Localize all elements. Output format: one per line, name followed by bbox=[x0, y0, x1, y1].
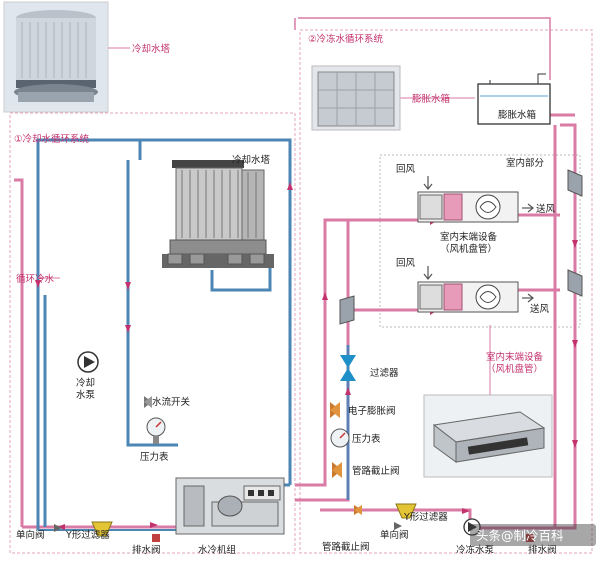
cooling-tower-photo-label: 冷却水塔 bbox=[132, 43, 171, 55]
cooling-pump-icon bbox=[77, 351, 99, 373]
flow-switch-label: 水流开关 bbox=[152, 396, 191, 408]
pipe-stop-valve-1-label: 管路截止阀 bbox=[352, 465, 400, 477]
indoor-unit-1-label-2: （风机盘管） bbox=[440, 243, 497, 255]
watermark-bg bbox=[470, 524, 596, 546]
check-valve-right-label: 单向阀 bbox=[380, 529, 409, 541]
filter-icon bbox=[340, 355, 356, 381]
indoor-unit-2-label-1: 室内末端设备 bbox=[486, 351, 544, 363]
chiller-label: 水冷机组 bbox=[198, 544, 237, 556]
cooling-tower-label: 冷却水塔 bbox=[232, 154, 271, 166]
cooling-section-title: ①冷却水循环系统 bbox=[14, 133, 90, 145]
fan-coil-unit-2 bbox=[417, 281, 519, 313]
return-air-2-label: 回风 bbox=[396, 258, 416, 269]
indoor-unit-1-label-1: 室内末端设备 bbox=[440, 231, 498, 243]
drain-valve-left-label: 排水阀 bbox=[132, 544, 161, 556]
cooling-section-border bbox=[9, 112, 296, 554]
expansion-tank-label: 膨胀水箱 bbox=[498, 109, 536, 121]
fan-coil-unit-1 bbox=[417, 191, 519, 223]
pipe-stop-valve-2-label: 管路截止阀 bbox=[322, 541, 370, 553]
check-valve-left-icon bbox=[54, 524, 62, 532]
chilled-section-border bbox=[299, 29, 593, 554]
y-filter-left-label: Y形过滤器 bbox=[65, 529, 110, 541]
air-arrows bbox=[423, 176, 534, 303]
drain-valve-right-label: 排水阀 bbox=[528, 544, 557, 556]
expansion-tank-icon bbox=[477, 73, 551, 125]
chilled-pump-icon bbox=[463, 518, 481, 536]
pressure-gauge-left-label: 压力表 bbox=[140, 451, 169, 463]
return-air-1-label: 回风 bbox=[396, 164, 416, 175]
cooling-arrows bbox=[35, 182, 293, 530]
y-filter-right-icon bbox=[395, 503, 417, 519]
pipe-stop-valve-1-icon bbox=[332, 462, 342, 478]
three-way-valves bbox=[339, 169, 583, 325]
drain-valve-left-icon bbox=[152, 534, 160, 542]
check-valve-left-label: 单向阀 bbox=[16, 529, 45, 541]
y-filter-right-label: Y形过滤器 bbox=[403, 511, 448, 523]
watermark-text: 头条@制冷百科 bbox=[476, 528, 564, 543]
pressure-gauge-right-label: 压力表 bbox=[352, 433, 381, 445]
supply-air-1-label: 送风 bbox=[536, 203, 556, 215]
indoor-part-border bbox=[379, 154, 581, 328]
indoor-part-label: 室内部分 bbox=[506, 157, 545, 169]
electronic-expansion-valve-label: 电子膨胀阀 bbox=[348, 405, 396, 417]
expansion-tank-photo bbox=[311, 65, 401, 131]
pressure-gauge-left-icon bbox=[146, 417, 166, 444]
cooling-tower-unit bbox=[162, 160, 274, 268]
pressure-gauge-right-icon bbox=[330, 428, 350, 448]
expansion-tank-photo-label: 膨胀水箱 bbox=[412, 93, 450, 105]
supply-air-2-label: 送风 bbox=[530, 303, 550, 315]
ceiling-unit-photo bbox=[423, 394, 553, 478]
flow-switch-icon bbox=[144, 396, 152, 408]
chilled-section-title: ②冷冻水循环系统 bbox=[308, 33, 384, 45]
cooling-pump-label-2: 水泵 bbox=[76, 389, 96, 401]
chiller-unit bbox=[175, 477, 285, 535]
y-filter-left-icon bbox=[91, 521, 113, 537]
check-valve-right-icon bbox=[394, 522, 402, 530]
indoor-unit-2-label-2: （风机盘管） bbox=[486, 363, 543, 375]
cooling-tower-photo bbox=[3, 1, 109, 113]
circulating-water-label: 循环冷水 bbox=[16, 273, 55, 285]
pipe-stop-valve-2-icon bbox=[354, 505, 362, 515]
cooling-pump-label-1: 冷却 bbox=[76, 377, 95, 389]
electronic-expansion-valve-icon bbox=[330, 402, 340, 418]
filter-label: 过滤器 bbox=[370, 367, 399, 379]
chilled-pump-label: 冷冻水泵 bbox=[456, 544, 495, 556]
drain-valve-right-icon bbox=[526, 534, 534, 542]
